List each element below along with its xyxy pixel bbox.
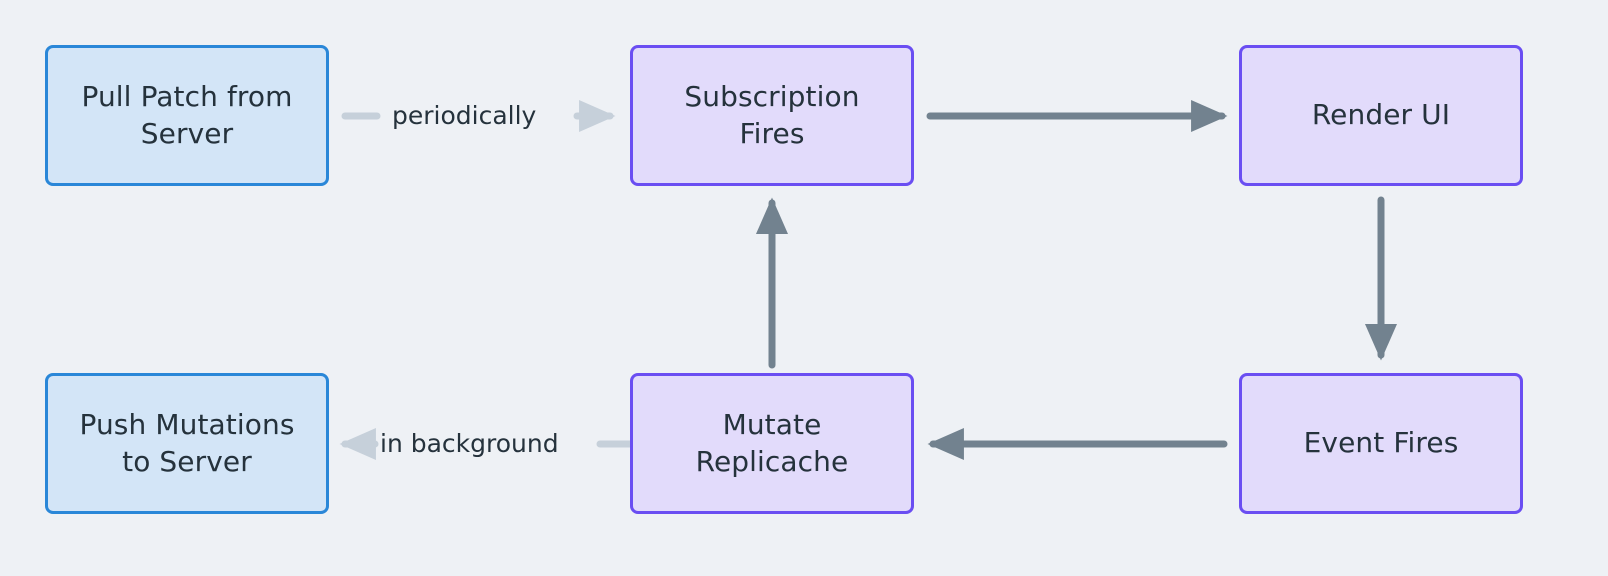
node-label: Pull Patch from Server — [81, 79, 293, 150]
node-push-mutations-to-server[interactable]: Push Mutations to Server — [45, 373, 329, 514]
node-subscription-fires[interactable]: Subscription Fires — [630, 45, 914, 186]
edge-label-in-background: in background — [380, 429, 559, 458]
node-label: Render UI — [1311, 98, 1451, 132]
node-label: Event Fires — [1303, 426, 1459, 460]
node-event-fires[interactable]: Event Fires — [1239, 373, 1523, 514]
node-pull-patch-from-server[interactable]: Pull Patch from Server — [45, 45, 329, 186]
node-label: Subscription Fires — [684, 79, 860, 150]
node-mutate-replicache[interactable]: Mutate Replicache — [630, 373, 914, 514]
node-render-ui[interactable]: Render UI — [1239, 45, 1523, 186]
node-label: Mutate Replicache — [695, 407, 849, 478]
edge-label-periodically: periodically — [392, 101, 537, 130]
node-label: Push Mutations to Server — [79, 407, 295, 478]
